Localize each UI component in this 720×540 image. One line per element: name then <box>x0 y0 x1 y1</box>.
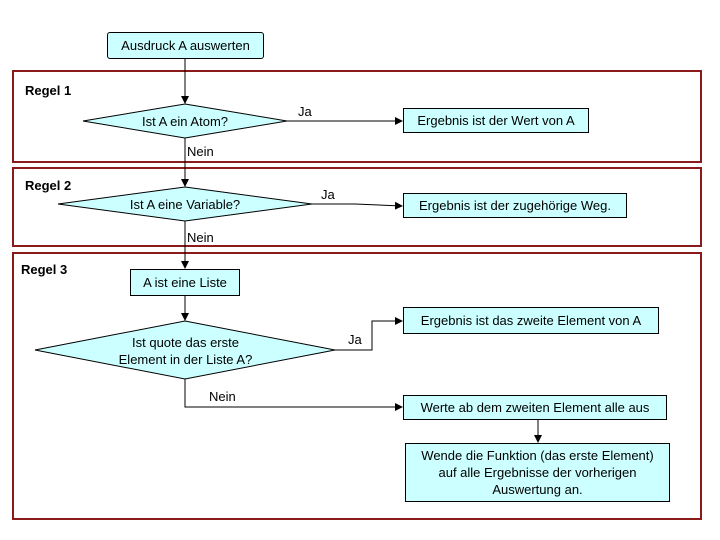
decision-3-no-label: Nein <box>209 389 236 404</box>
rule-1-title: Regel 1 <box>25 83 72 98</box>
rule-2-title: Regel 2 <box>25 178 72 193</box>
rule-3-no-result-box: Werte ab dem zweiten Element alle aus <box>403 395 667 420</box>
arrow-decision-2-yes <box>312 201 403 210</box>
rule-2-frame <box>12 167 702 247</box>
decision-1-text: Ist A ein Atom? <box>142 113 228 129</box>
decision-3-yes-label: Ja <box>348 332 362 347</box>
rule-2-result-box: Ergebnis ist der zugehörige Weg. <box>403 193 627 218</box>
rule-1-result-box: Ergebnis ist der Wert von A <box>403 108 589 133</box>
list-box: A ist eine Liste <box>130 269 240 296</box>
decision-2-text: Ist A eine Variable? <box>129 196 241 212</box>
rule-3-title: Regel 3 <box>21 262 68 277</box>
arrow-decision-3-yes <box>335 317 403 351</box>
decision-2-no-label: Nein <box>187 230 214 245</box>
decision-3-text: Ist quote das erste Element in der Liste… <box>118 335 253 367</box>
rule-3-yes-result-box: Ergebnis ist das zweite Element von A <box>403 307 659 334</box>
rule-1-frame <box>12 70 702 163</box>
rule-3-final-box: Wende die Funktion (das erste Element) a… <box>405 443 670 502</box>
decision-1-yes-label: Ja <box>298 104 312 119</box>
decision-1-no-label: Nein <box>187 144 214 159</box>
decision-2-yes-label: Ja <box>321 187 335 202</box>
start-box: Ausdruck A auswerten <box>107 32 264 59</box>
rule-3-frame <box>12 252 702 520</box>
arrow-decision-3-no <box>184 379 403 411</box>
